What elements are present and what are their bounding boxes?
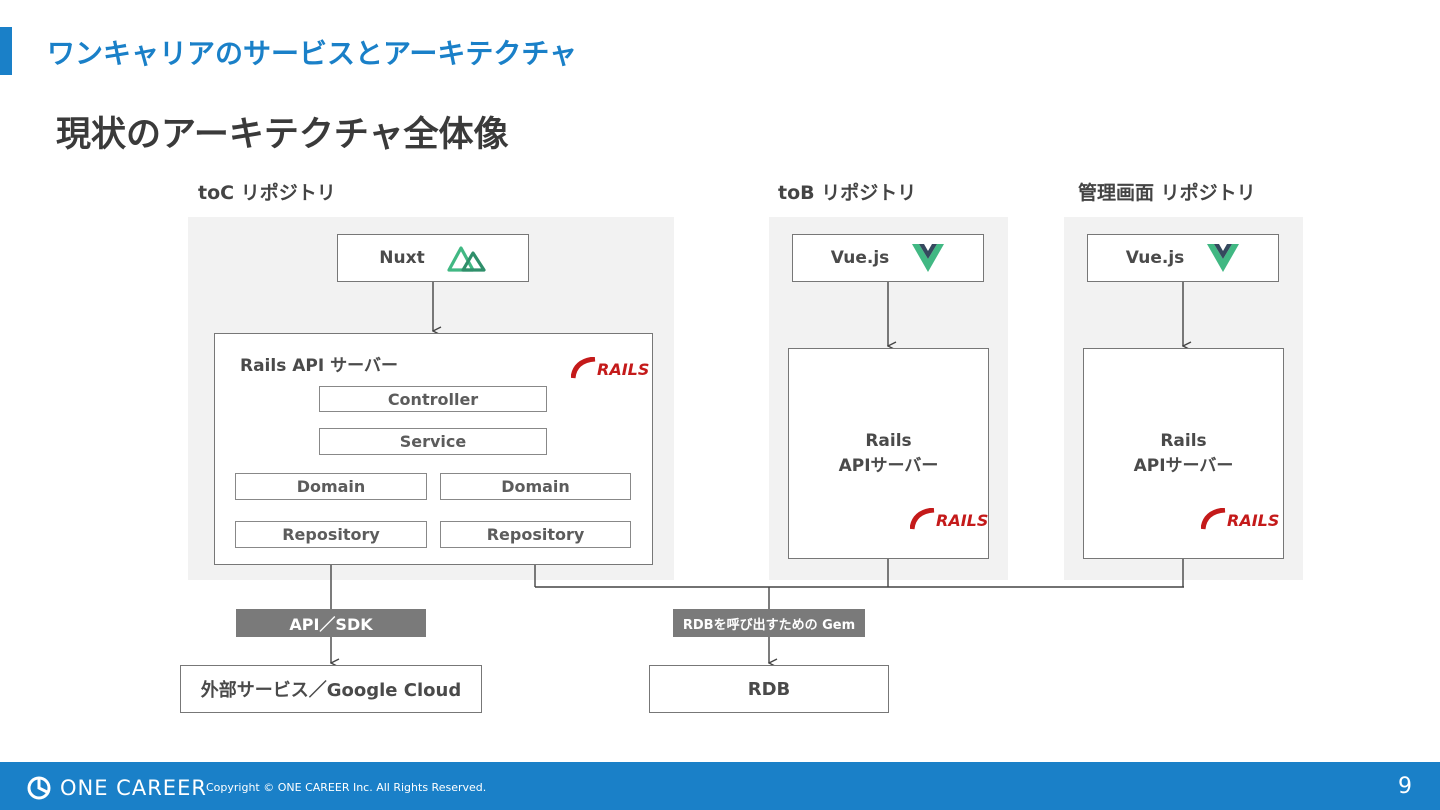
domain-layer-left: Domain (235, 473, 427, 500)
rdb-label: RDB (747, 678, 791, 700)
controller-layer: Controller (319, 386, 547, 412)
rails-logo-text: RAILS (936, 511, 989, 530)
toc-repo-label: toC リポジトリ (198, 182, 336, 204)
nuxt-icon (447, 246, 486, 272)
rails-logo-icon: RAILS (910, 508, 988, 530)
gem-label: RDBを呼び出すための Gem (673, 609, 865, 637)
external-services-box: 外部サービス／Google Cloud (180, 665, 482, 713)
admin-vue-label: Vue.js (1125, 248, 1185, 268)
admin-server-line1: Rails (1160, 431, 1207, 451)
rails-logo-icon: RAILS (571, 357, 649, 379)
service-layer: Service (319, 428, 547, 455)
accent-bar (0, 27, 12, 75)
footer-bar (0, 762, 1440, 810)
rdb-box: RDB (649, 665, 889, 713)
toc-server-title: Rails API サーバー (240, 356, 398, 376)
page-title: 現状のアーキテクチャ全体像 (56, 115, 509, 155)
admin-server-line2: APIサーバー (1133, 456, 1234, 476)
section-title: ワンキャリアのサービスとアーキテクチャ (47, 37, 578, 70)
admin-repo-label: 管理画面 リポジトリ (1078, 182, 1256, 204)
domain-layer-right: Domain (440, 473, 631, 500)
admin-vue-box: Vue.js (1087, 234, 1279, 282)
tob-server-line1: Rails (865, 431, 912, 451)
tob-vue-box: Vue.js (792, 234, 984, 282)
tob-rails-api-server: Rails APIサーバー (788, 348, 989, 559)
rails-logo-text: RAILS (597, 360, 650, 379)
repository-layer-left: Repository (235, 521, 427, 548)
footer-brand: ONE CAREER (60, 776, 207, 800)
tob-server-line2: APIサーバー (838, 456, 939, 476)
tob-vue-label: Vue.js (830, 248, 890, 268)
footer-copyright: Copyright © ONE CAREER Inc. All Rights R… (206, 781, 487, 794)
one-career-logo-icon (27, 776, 51, 800)
api-sdk-label: API／SDK (236, 609, 426, 637)
vue-icon (912, 244, 945, 272)
rails-logo-icon: RAILS (1201, 508, 1279, 530)
tob-repo-label: toB リポジトリ (778, 182, 917, 204)
nuxt-box: Nuxt (337, 234, 529, 282)
external-services-label: 外部サービス／Google Cloud (200, 680, 462, 701)
rails-logo-text: RAILS (1227, 511, 1280, 530)
admin-rails-api-server: Rails APIサーバー (1083, 348, 1284, 559)
repository-layer-right: Repository (440, 521, 631, 548)
nuxt-label: Nuxt (379, 248, 425, 268)
vue-icon (1207, 244, 1240, 272)
page-number: 9 (1398, 774, 1412, 799)
